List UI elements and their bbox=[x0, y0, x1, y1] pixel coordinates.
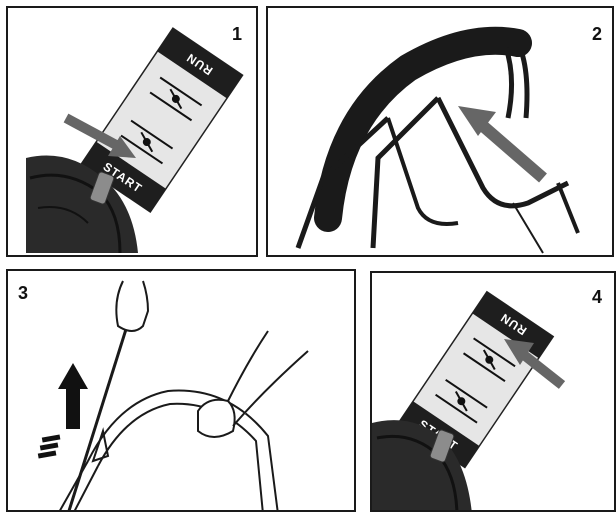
step-2-illustration bbox=[268, 8, 614, 257]
panel-1: 1 RUN START bbox=[6, 6, 258, 257]
arrow-up-icon bbox=[38, 363, 88, 459]
panel-2: 2 bbox=[266, 6, 614, 257]
panel-4: 4 RUN START bbox=[370, 271, 616, 512]
step-1-illustration: RUN START bbox=[8, 8, 258, 257]
panel-3: 3 bbox=[6, 269, 356, 512]
step-3-illustration bbox=[8, 271, 356, 512]
mower-handle bbox=[298, 41, 578, 253]
step-4-illustration: RUN START bbox=[372, 273, 616, 512]
handle-bar bbox=[58, 291, 278, 512]
